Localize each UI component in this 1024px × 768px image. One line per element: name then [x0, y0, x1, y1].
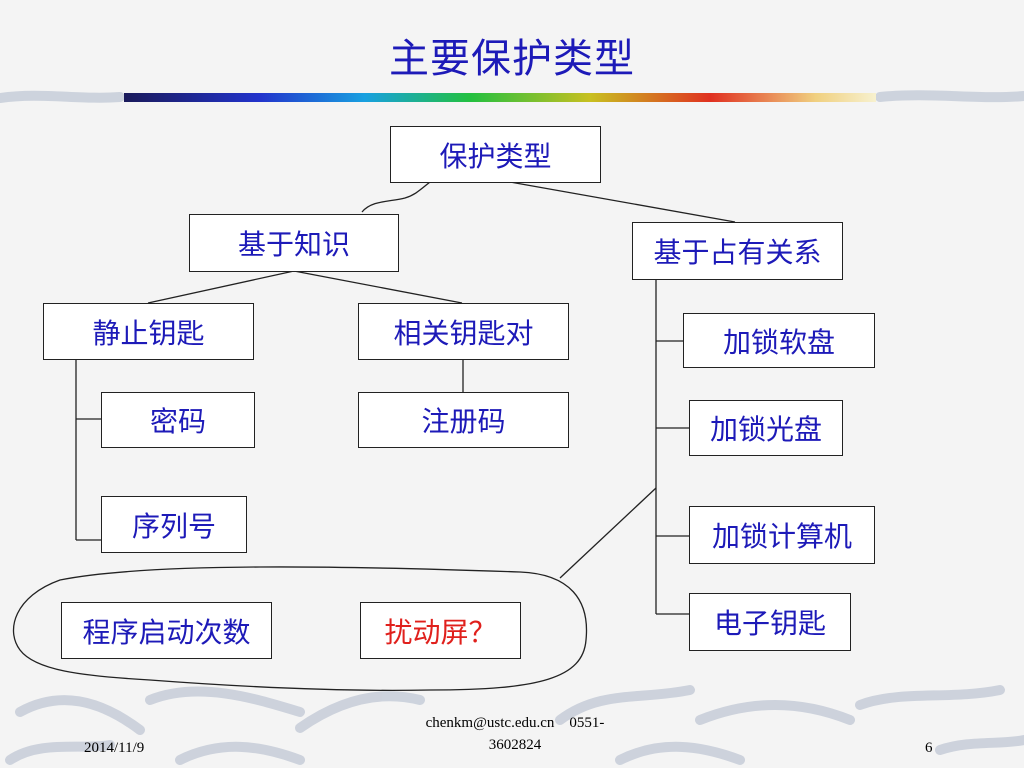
node-serial-number: 序列号: [101, 496, 247, 553]
node-locked-floppy: 加锁软盘: [683, 313, 875, 368]
node-locked-computer: 加锁计算机: [689, 506, 875, 564]
footer-phone-part1: 0551-: [569, 715, 605, 731]
footer-date: 2014/11/9: [84, 740, 145, 756]
page-number: 6: [925, 740, 933, 756]
node-possession-based: 基于占有关系: [632, 222, 843, 280]
node-locked-cd: 加锁光盘: [689, 400, 843, 456]
node-protection-types: 保护类型: [390, 126, 601, 183]
node-password: 密码: [101, 392, 255, 448]
node-knowledge-based: 基于知识: [189, 214, 399, 272]
node-launch-count: 程序启动次数: [61, 602, 272, 659]
footer-email: chenkm@ustc.edu.cn: [425, 715, 555, 731]
slide-title: 主要保护类型: [389, 36, 635, 82]
node-related-key-pair: 相关钥匙对: [358, 303, 569, 360]
footer-contact: chenkm@ustc.edu.cn 0551- 3602824: [380, 712, 650, 756]
footer-phone-part2: 3602824: [488, 737, 542, 753]
node-electronic-key: 电子钥匙: [689, 593, 851, 651]
title-underline: [124, 93, 876, 102]
node-disturb-screen: 扰动屏？: [360, 602, 521, 659]
node-static-key: 静止钥匙: [43, 303, 254, 360]
node-registration-code: 注册码: [358, 392, 569, 448]
